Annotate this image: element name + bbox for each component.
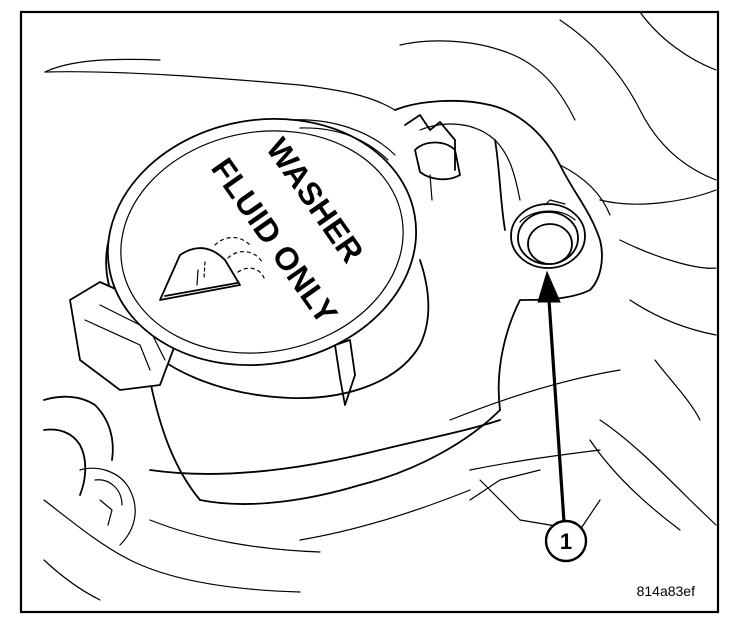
windshield-washer-icon: [159, 236, 265, 301]
washer-fluid-cap: [69, 117, 430, 406]
callout-1-number: 1: [560, 529, 572, 554]
fluid-level-sensor: [510, 199, 586, 269]
figure-frame: [19, 10, 720, 614]
engine-bay-lines: [43, 11, 717, 601]
figure-code: 814a83ef: [637, 583, 696, 599]
callout-arrow: [537, 270, 566, 523]
washer-reservoir: [149, 99, 611, 505]
callout-1: 1: [544, 519, 588, 563]
